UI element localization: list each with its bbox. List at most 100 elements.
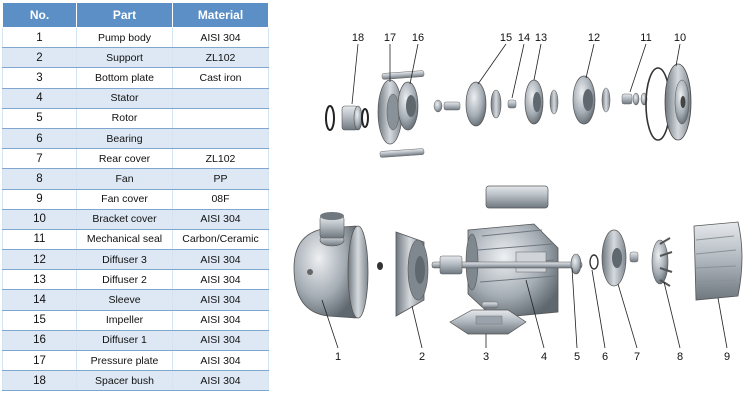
lower-assembly [293,185,743,335]
exploded-pump-diagram: 18 17 16 15 14 13 12 11 10 1 2 3 4 5 6 7… [293,32,743,363]
row-no: 5 [2,108,77,129]
row-no: 16 [2,330,77,352]
callout-7: 7 [634,351,640,363]
callout-15: 15 [500,32,512,44]
rotor-part [431,255,583,275]
upper-assembly [325,63,692,158]
bearing-part [570,253,599,275]
row-part: Spacer bush [76,370,173,392]
pump-body-part [293,212,369,319]
row-no: 14 [2,289,77,311]
spacer-bush-part [325,105,369,131]
row-part: Rotor [76,108,173,129]
mechanical-seal-part [621,92,648,106]
row-part: Diffuser 2 [76,269,173,291]
row-part: Impeller [76,310,173,331]
leader-9 [717,297,728,349]
row-material: Cast iron [172,67,269,89]
row-part: Fan cover [76,189,173,210]
fan-cover-part [693,221,743,301]
callout-5: 5 [574,351,580,363]
row-material: AISI 304 [172,330,269,352]
row-material [172,108,269,129]
row-part: Pump body [76,27,173,49]
leader-6 [591,269,606,349]
leader-1 [321,299,339,349]
row-material: 08F [172,189,269,210]
row-no: 2 [2,47,77,69]
callout-13: 13 [535,32,547,44]
header-part: Part [76,2,173,28]
row-part: Mechanical seal [76,229,173,251]
callout-2: 2 [419,351,425,363]
support-part [377,231,429,317]
leader-18 [351,43,359,105]
callout-14: 14 [518,32,530,44]
row-no: 18 [2,370,77,392]
row-no: 1 [2,27,77,49]
row-material: AISI 304 [172,209,269,230]
bottom-plate-part [449,301,527,335]
row-part: Sleeve [76,289,173,311]
row-material: AISI 304 [172,350,269,372]
stator-part [465,185,559,319]
fan-part [651,237,673,287]
row-no: 7 [2,148,77,170]
leader-12 [585,43,595,79]
diffuser-3-part [572,75,611,125]
row-part: Bottom plate [76,67,173,89]
row-material: AISI 304 [172,249,269,271]
leader-2 [411,305,423,349]
leader-8 [663,281,681,349]
leader-7 [617,283,638,349]
row-material [172,88,269,109]
leader-15 [477,43,507,85]
leader-13 [533,43,542,81]
row-material: AISI 304 [172,310,269,331]
row-no: 13 [2,269,77,291]
callout-3: 3 [483,351,489,363]
row-material: ZL102 [172,148,269,170]
callout-4: 4 [541,351,547,363]
row-part: Bearing [76,128,173,150]
leader-10 [675,43,681,67]
rear-cover-part [601,229,639,287]
leader-14 [511,43,525,99]
row-part: Fan [76,168,173,190]
callout-6: 6 [602,351,608,363]
callout-8: 8 [677,351,683,363]
row-no: 10 [2,209,77,230]
impeller-stack-part [465,79,559,127]
row-material: ZL102 [172,47,269,69]
row-material: PP [172,168,269,190]
leader-11 [629,43,647,93]
row-part: Diffuser 1 [76,330,173,352]
leader-4 [525,279,545,349]
row-part: Pressure plate [76,350,173,372]
row-no: 3 [2,67,77,89]
leader-lines [321,43,728,349]
row-no: 6 [2,128,77,150]
row-material: AISI 304 [172,289,269,311]
diffuser-1-part [397,81,461,131]
row-material: AISI 304 [172,269,269,291]
row-no: 4 [2,88,77,109]
row-material: Carbon/Ceramic [172,229,269,251]
callout-11: 11 [640,32,651,44]
header-material: Material [172,2,269,28]
row-no: 12 [2,249,77,271]
row-no: 8 [2,168,77,190]
row-part: Bracket cover [76,209,173,230]
